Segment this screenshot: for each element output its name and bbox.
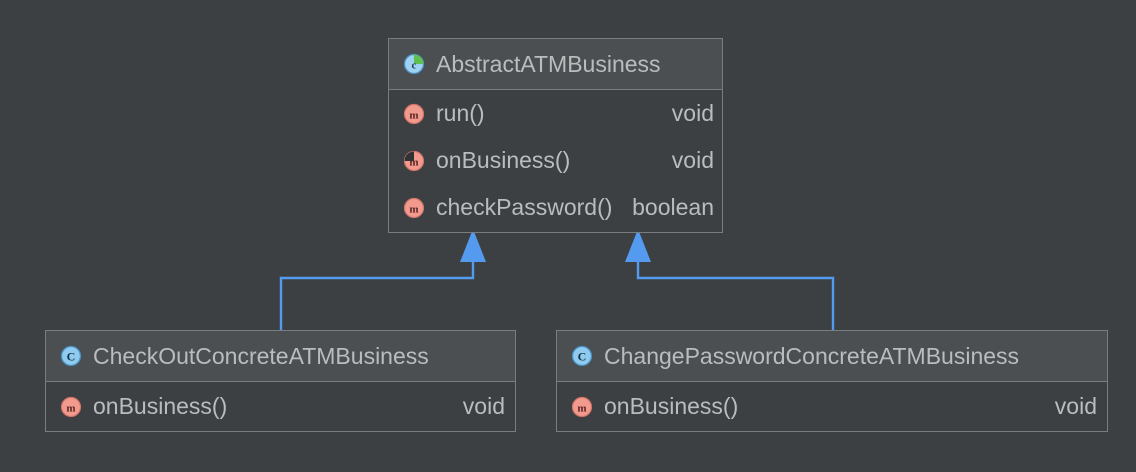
method-icon: m (570, 395, 594, 419)
abstract-method-icon: m (402, 149, 426, 173)
class-icon: C (59, 344, 83, 368)
member-type: boolean (632, 194, 714, 220)
member-row-checkpassword[interactable]: m checkPassword() boolean (389, 184, 722, 231)
member-row-onbusiness[interactable]: m onBusiness() void (557, 382, 1107, 431)
generalization-changepassword (625, 229, 835, 330)
svg-text:c: c (412, 60, 417, 72)
member-name: run() (436, 100, 485, 126)
member-name: onBusiness() (604, 393, 739, 419)
class-title: ChangePasswordConcreteATMBusiness (604, 342, 1020, 369)
method-icon: m (59, 395, 83, 419)
method-icon: m (402, 102, 426, 126)
svg-text:m: m (409, 203, 418, 215)
member-name: onBusiness() (93, 393, 228, 419)
svg-text:m: m (409, 156, 418, 168)
member-row-run[interactable]: m run() void (389, 90, 722, 137)
method-icon: m (402, 196, 426, 220)
svg-text:C: C (67, 350, 76, 364)
svg-text:m: m (577, 402, 586, 414)
abstract-class-icon: c (402, 52, 426, 76)
class-node-changepasswordconcreteatmbusiness[interactable]: C ChangePasswordConcreteATMBusiness m on… (556, 330, 1108, 432)
class-title: AbstractATMBusiness (436, 50, 661, 77)
member-row-onbusiness[interactable]: m onBusiness() void (46, 382, 515, 431)
class-header[interactable]: c AbstractATMBusiness (389, 39, 722, 90)
member-type: void (671, 100, 714, 126)
member-name: onBusiness() (436, 147, 571, 173)
class-header[interactable]: C CheckOutConcreteATMBusiness (46, 331, 515, 382)
svg-text:m: m (66, 402, 75, 414)
member-type: void (671, 147, 714, 173)
member-type: void (1054, 393, 1097, 419)
member-name: checkPassword() (436, 194, 613, 220)
class-header[interactable]: C ChangePasswordConcreteATMBusiness (557, 331, 1107, 382)
class-node-abstractatmbusiness[interactable]: c AbstractATMBusiness m run() void m (388, 38, 723, 233)
svg-text:C: C (578, 350, 587, 364)
class-node-checkoutconcreteatmbusiness[interactable]: C CheckOutConcreteATMBusiness m onBusine… (45, 330, 516, 432)
class-icon: C (570, 344, 594, 368)
class-title: CheckOutConcreteATMBusiness (93, 342, 429, 369)
member-type: void (462, 393, 505, 419)
svg-text:m: m (409, 109, 418, 121)
member-row-onbusiness[interactable]: m onBusiness() void (389, 137, 722, 184)
generalization-checkout (279, 229, 486, 330)
